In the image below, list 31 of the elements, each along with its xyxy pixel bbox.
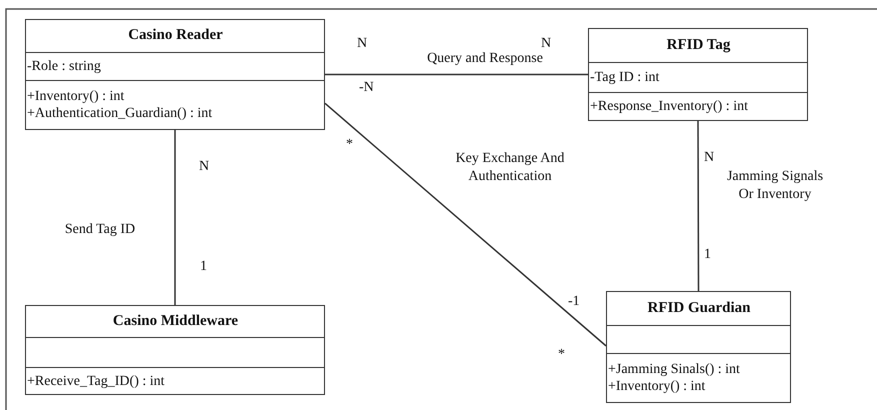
edge-label: Jamming Signals Or Inventory — [725, 168, 825, 204]
multiplicity-label: -N — [359, 80, 374, 96]
class-name: Casino Reader — [127, 27, 224, 44]
association-line — [325, 74, 588, 76]
method-text: +Inventory() : int — [27, 88, 126, 105]
method-text: +Response_Inventory() : int — [590, 98, 749, 115]
attribute-text: -Tag ID : int — [590, 68, 660, 86]
multiplicity-label: * — [346, 137, 353, 153]
class-name: RFID Guardian — [646, 300, 752, 317]
method-text: +Authentication_Guardian() : int — [27, 105, 214, 122]
multiplicity-label: * — [558, 347, 565, 363]
multiplicity-label: 1 — [704, 247, 711, 263]
class-box — [25, 305, 325, 395]
multiplicity-label: N — [357, 36, 368, 52]
class-name: RFID Tag — [666, 36, 732, 54]
class-box — [588, 28, 808, 121]
attribute-text: -Role : string — [27, 58, 102, 74]
class-box — [25, 19, 325, 130]
multiplicity-label: N — [704, 150, 714, 166]
class-box — [606, 291, 791, 403]
association-line — [324, 102, 606, 346]
method-text: +Receive_Tag_ID() : int — [27, 372, 166, 390]
association-line — [174, 130, 176, 305]
method-text: +Inventory() : int — [608, 378, 706, 395]
method-text: +Jamming Sinals() : int — [608, 361, 741, 378]
multiplicity-label: -1 — [568, 294, 580, 310]
multiplicity-label: 1 — [200, 259, 207, 275]
multiplicity-label: N — [541, 36, 552, 52]
multiplicity-label: N — [199, 159, 210, 175]
association-line — [697, 121, 700, 291]
class-name: Casino Middleware — [112, 312, 240, 330]
